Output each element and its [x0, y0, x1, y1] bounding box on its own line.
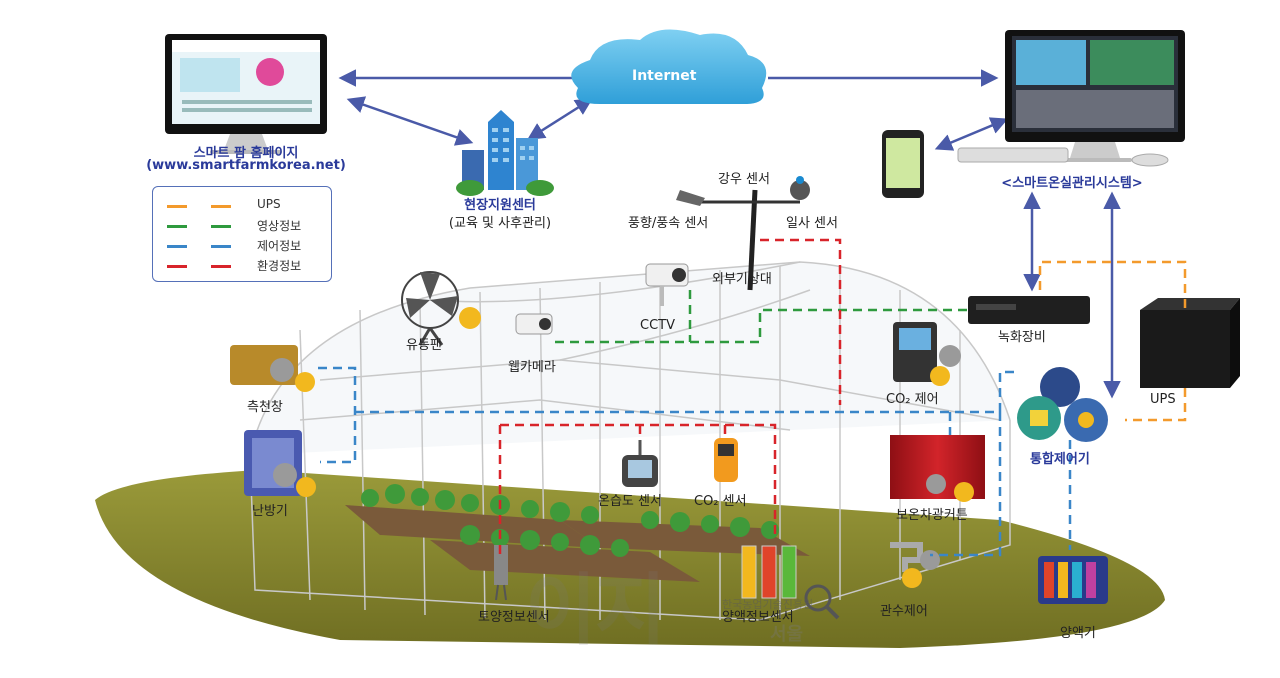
heater-icon	[244, 430, 316, 497]
greenhouse-system-label: <스마트온실관리시스템>	[1001, 176, 1143, 191]
irrigation-icon	[890, 542, 940, 588]
co2-control-icon	[893, 322, 961, 386]
ups-lines	[1038, 260, 1187, 422]
legend-item-ups: UPS	[167, 197, 327, 215]
watermark: 이지	[525, 566, 667, 656]
rain-sensor-label: 강우 센서	[718, 172, 770, 187]
recorder-icon	[968, 296, 1090, 324]
webcam-label: 웹카메라	[508, 360, 556, 375]
nutrient-sensor-icon	[741, 545, 840, 620]
internet-cloud-icon	[571, 29, 767, 105]
legend-swatch	[167, 265, 187, 268]
wind-sensor-label: 풍향/풍속 센서	[628, 216, 709, 231]
legend-swatch	[167, 225, 187, 228]
curtain-label: 보온차광커튼	[896, 508, 968, 523]
legend-swatch	[211, 245, 231, 248]
humidity-sensor-icon	[622, 440, 658, 487]
smartphone-icon	[882, 130, 924, 198]
irrigation-label: 관수제어	[880, 604, 928, 619]
co2-sensor-icon	[714, 438, 738, 482]
network-arrows	[338, 69, 1121, 399]
legend-swatch	[167, 205, 187, 208]
watermark-small: 한국농업기술진흥원	[722, 598, 814, 611]
integrated-controller-label: 통합제어기	[1030, 452, 1090, 467]
legend-label: 제어정보	[257, 239, 302, 253]
nutrient-machine-icon	[1038, 556, 1108, 604]
nutrient-machine-label: 양액기	[1060, 626, 1096, 641]
fan-icon	[401, 271, 481, 346]
management-monitor-icon	[957, 30, 1185, 167]
legend-label: 영상정보	[257, 219, 302, 233]
legend-swatch	[211, 225, 231, 228]
heater-label: 난방기	[252, 504, 288, 519]
legend-swatch	[211, 205, 231, 208]
legend-item-environment: 환경정보	[167, 257, 327, 275]
fan-label: 유동팬	[406, 338, 442, 353]
recorder-label: 녹화장비	[998, 330, 1046, 345]
legend-label: UPS	[257, 197, 281, 211]
legend-item-video: 영상정보	[167, 217, 327, 235]
weather-station-icon	[676, 176, 810, 291]
internet-label: Internet	[632, 68, 697, 84]
watermark-sub: 서울	[770, 624, 804, 645]
cctv-label: CCTV	[640, 318, 675, 333]
ups-label: UPS	[1150, 392, 1176, 407]
legend-label: 환경정보	[257, 259, 302, 273]
curtain-icon	[890, 435, 985, 502]
humidity-sensor-label: 온습도 센서	[598, 494, 662, 509]
ups-device-icon	[1140, 298, 1240, 388]
control-lines	[318, 366, 1072, 557]
support-center-sub: (교육 및 사후관리)	[448, 216, 552, 231]
weather-station-label: 외부기상대	[712, 272, 772, 287]
cctv-icon	[645, 263, 689, 306]
homepage-monitor-icon	[165, 34, 327, 154]
side-window-icon	[230, 345, 315, 392]
video-lines	[555, 290, 968, 344]
co2-sensor-label: CO₂ 센서	[694, 494, 747, 509]
co2-control-label: CO₂ 제어	[886, 392, 939, 407]
webcam-icon	[515, 313, 553, 335]
legend-item-control: 제어정보	[167, 237, 327, 255]
legend: UPS 영상정보 제어정보 환경정보	[152, 186, 332, 282]
soil-sensor-icon	[494, 545, 508, 601]
support-center-building-icon	[456, 110, 554, 196]
legend-swatch	[167, 245, 187, 248]
environment-lines	[498, 238, 842, 560]
legend-swatch	[211, 265, 231, 268]
homepage-url: (www.smartfarmkorea.net)	[146, 158, 346, 173]
greenhouse	[249, 261, 1011, 621]
homepage-title: 스마트 팜 홈페이지	[193, 146, 299, 161]
soil-sensor-label: 토양정보센서	[478, 610, 550, 625]
support-center-title: 현장지원센터	[464, 198, 536, 213]
nutrient-sensor-label: 양액정보센서	[722, 610, 794, 625]
integrated-controller-icon	[1017, 367, 1108, 442]
solar-sensor-label: 일사 센서	[786, 216, 838, 231]
side-window-label: 측천창	[247, 400, 283, 415]
